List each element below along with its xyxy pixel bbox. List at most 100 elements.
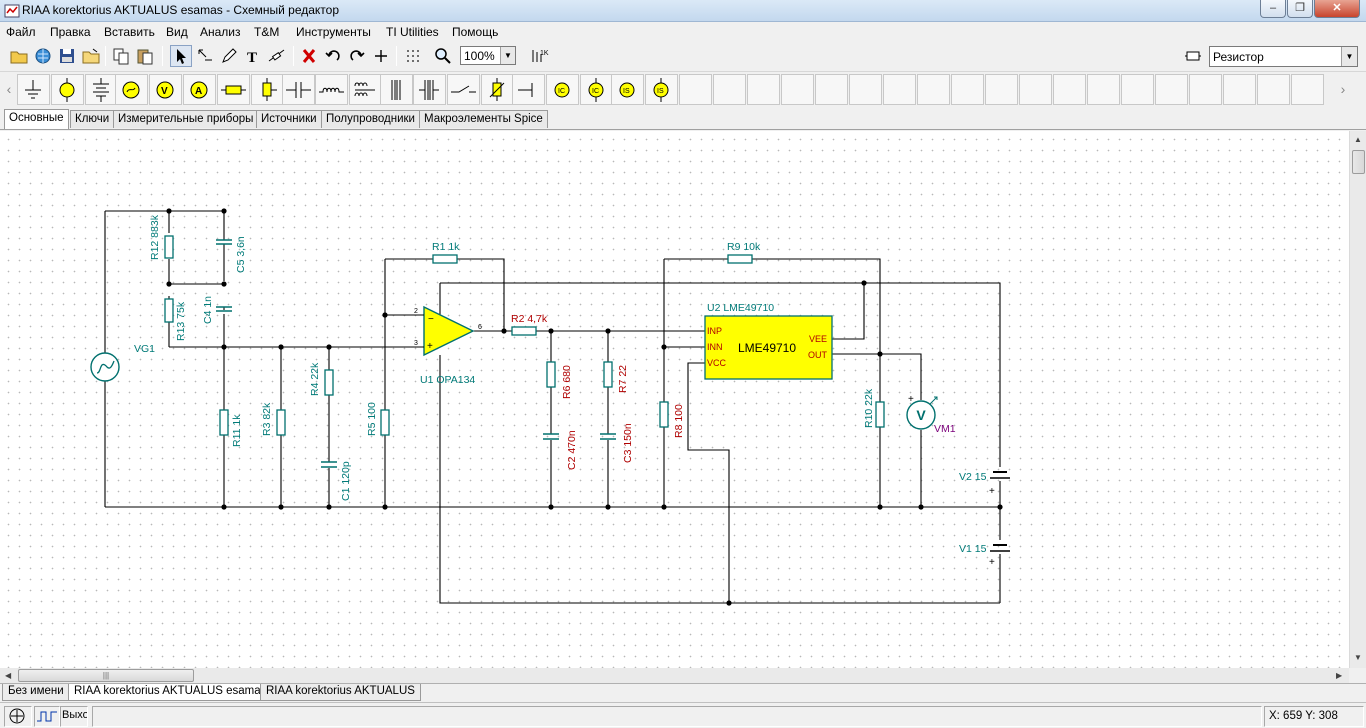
text-tool-icon[interactable]: T xyxy=(242,45,264,67)
resistor-r9[interactable] xyxy=(727,254,753,264)
undo-icon[interactable] xyxy=(322,45,344,67)
select-arrow-icon[interactable] xyxy=(170,45,192,67)
ammeter-icon[interactable]: A xyxy=(183,74,216,105)
palette-scroll-right-icon[interactable]: › xyxy=(1340,81,1346,97)
open-file-icon[interactable] xyxy=(80,45,102,67)
vertical-scroll-thumb[interactable] xyxy=(1352,150,1365,174)
resistor-r4[interactable] xyxy=(324,369,334,396)
save-icon[interactable] xyxy=(56,45,78,67)
transformer-icon[interactable] xyxy=(380,74,413,105)
battery-v2[interactable] xyxy=(990,471,1010,479)
resistor-r12[interactable] xyxy=(164,235,174,259)
capacitor-c4[interactable] xyxy=(216,306,232,312)
wire-tool-icon[interactable] xyxy=(194,45,216,67)
schematic-canvas[interactable]: V − + 2 3 6 LME49710 INP INN VCC VEE OUT… xyxy=(0,131,1349,668)
menu-view[interactable]: Вид xyxy=(166,25,188,39)
terminal-icon[interactable] xyxy=(512,74,545,105)
capacitor-c5[interactable] xyxy=(216,239,232,245)
menu-edit[interactable]: Правка xyxy=(50,25,91,39)
exit-label[interactable]: Выхо xyxy=(60,706,88,727)
tab-meters[interactable]: Измерительные приборы xyxy=(113,110,259,128)
menu-tools[interactable]: Инструменты xyxy=(296,25,371,39)
tab-semiconductors[interactable]: Полупроводники xyxy=(321,110,420,128)
horizontal-scroll-thumb[interactable]: ||| xyxy=(18,669,194,682)
signal-generator-vg1[interactable] xyxy=(90,352,120,382)
resistor-r5[interactable] xyxy=(380,409,390,436)
scroll-left-icon[interactable]: ◀ xyxy=(5,671,12,680)
resistor-r8[interactable] xyxy=(659,401,669,428)
status-icon-panel[interactable] xyxy=(4,706,32,727)
place-component-icon[interactable] xyxy=(1182,45,1204,67)
current-source-dc-icon[interactable]: IC xyxy=(580,74,613,105)
tab-basic[interactable]: Основные xyxy=(4,109,69,129)
zoom-select[interactable]: 100%▼ xyxy=(460,46,516,65)
resistor-r13[interactable] xyxy=(164,298,174,323)
crosshair-icon[interactable] xyxy=(370,45,392,67)
menu-help[interactable]: Помощь xyxy=(452,25,499,39)
resistor-icon[interactable] xyxy=(217,74,250,105)
capacitor-c1[interactable] xyxy=(321,461,337,468)
doc-tab-untitled[interactable]: Без имени xyxy=(2,684,70,701)
resistor-r2[interactable] xyxy=(511,326,537,336)
capacitor-c3[interactable] xyxy=(600,433,616,440)
voltmeter-is-icon[interactable]: IS xyxy=(645,74,678,105)
tab-switches[interactable]: Ключи xyxy=(70,110,115,128)
menu-insert[interactable]: Вставить xyxy=(104,25,155,39)
resistor-r3[interactable] xyxy=(276,409,286,436)
signal-generator-icon[interactable] xyxy=(115,74,148,105)
menu-tm[interactable]: T&M xyxy=(254,25,280,39)
voltmeter-vm1[interactable]: V xyxy=(906,396,938,430)
voltmeter-icon[interactable]: V xyxy=(149,74,182,105)
tab-spice-macros[interactable]: Макроэлементы Spice xyxy=(419,110,548,128)
battery-source-icon[interactable] xyxy=(51,74,84,105)
scroll-down-icon[interactable]: ▼ xyxy=(1354,653,1362,662)
capacitor-c2[interactable] xyxy=(543,433,559,440)
resistor-r1[interactable] xyxy=(432,254,458,264)
resistor-r6[interactable] xyxy=(546,361,556,388)
zoom-icon[interactable] xyxy=(432,45,454,67)
pencil-icon[interactable] xyxy=(218,45,240,67)
resistor-r7[interactable] xyxy=(603,361,613,388)
redo-icon[interactable] xyxy=(346,45,368,67)
resistor-tool-icon[interactable] xyxy=(266,45,288,67)
paste-icon[interactable] xyxy=(134,45,156,67)
potentiometer-icon[interactable] xyxy=(251,74,284,105)
capacitor-icon[interactable] xyxy=(282,74,315,105)
transformer-ct-icon[interactable] xyxy=(413,74,446,105)
scroll-right-icon[interactable]: ▶ xyxy=(1336,671,1343,680)
web-globe-icon[interactable] xyxy=(32,45,54,67)
switch-icon[interactable] xyxy=(447,74,480,105)
coupled-inductor-icon[interactable] xyxy=(349,74,382,105)
varistor-icon[interactable] xyxy=(481,74,514,105)
doc-tab-riaa[interactable]: RIAA korektorius AKTUALUS xyxy=(260,684,421,701)
resistor-r10[interactable] xyxy=(875,401,885,428)
waveform-icon[interactable] xyxy=(34,706,60,727)
open-folder-icon[interactable] xyxy=(8,45,30,67)
vertical-scrollbar[interactable]: ▲ ▼ xyxy=(1349,131,1366,668)
palette-scroll-left-icon[interactable]: ‹ xyxy=(6,81,12,97)
minimize-button[interactable]: ‒ xyxy=(1260,0,1286,18)
menu-ti-utilities[interactable]: TI Utilities xyxy=(386,25,439,39)
close-button[interactable]: ✕ xyxy=(1314,0,1360,18)
component-select[interactable]: Резистор▼ xyxy=(1209,46,1358,67)
opamp-u1[interactable]: − + 2 3 6 xyxy=(413,305,482,357)
battery-v1[interactable] xyxy=(990,544,1010,552)
current-source-ic-icon[interactable]: IC xyxy=(546,74,579,105)
grid-icon[interactable] xyxy=(402,45,424,67)
ic-u2-lme49710[interactable]: LME49710 INP INN VCC VEE OUT xyxy=(704,315,833,380)
menu-file[interactable]: Файл xyxy=(6,25,36,39)
menu-analysis[interactable]: Анализ xyxy=(200,25,241,39)
horizontal-scrollbar[interactable]: ◀ ||| ▶ xyxy=(0,668,1349,683)
ground-icon[interactable] xyxy=(17,74,50,105)
component-properties-icon[interactable]: 1K xyxy=(528,45,550,67)
ammeter-is-icon[interactable]: IS xyxy=(611,74,644,105)
inductor-icon[interactable] xyxy=(315,74,348,105)
copy-icon[interactable] xyxy=(110,45,132,67)
resistor-r11[interactable] xyxy=(219,409,229,436)
maximize-button[interactable]: ❐ xyxy=(1287,0,1313,18)
doc-tab-riaa-esamas[interactable]: RIAA korektorius AKTUALUS esamas xyxy=(68,684,273,701)
tab-sources[interactable]: Источники xyxy=(256,110,322,128)
scroll-up-icon[interactable]: ▲ xyxy=(1354,135,1362,144)
multi-battery-icon[interactable] xyxy=(85,74,118,105)
delete-icon[interactable] xyxy=(298,45,320,67)
